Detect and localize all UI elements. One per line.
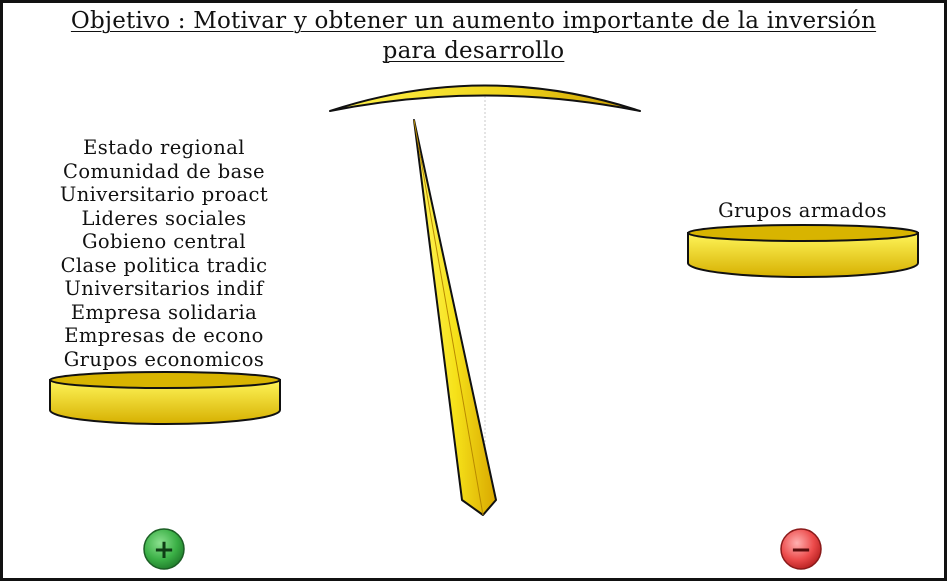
left-pan bbox=[49, 371, 281, 425]
scale-crossbar bbox=[329, 84, 641, 112]
left-pan-item: Gobieno central bbox=[81, 230, 247, 253]
left-pan-item: Clase politica tradic bbox=[60, 253, 268, 277]
left-pan-item: Empresa solidaria bbox=[70, 300, 258, 324]
left-pan-item: Universitarios indif bbox=[64, 277, 264, 300]
title-line-2: para desarrollo bbox=[382, 38, 565, 64]
left-pan-item: Grupos economicos bbox=[63, 347, 265, 371]
left-pan-item: Universitario proact bbox=[59, 183, 269, 206]
left-pan-item: Estado regional bbox=[83, 136, 245, 159]
left-pan-item: Lideres sociales bbox=[81, 206, 247, 230]
plus-button[interactable]: + bbox=[143, 528, 185, 570]
left-pan-item: Comunidad de base bbox=[63, 159, 265, 183]
left-pan-item: Empresas de econo bbox=[64, 324, 264, 347]
scale-needle bbox=[413, 119, 497, 516]
title-line-1: Objetivo : Motivar y obtener un aumento … bbox=[70, 8, 877, 34]
right-pan bbox=[687, 224, 919, 278]
left-pan-actor-list: Estado regional Comunidad de base Univer… bbox=[40, 136, 288, 371]
minus-icon: − bbox=[790, 535, 812, 565]
right-pan-item: Grupos armados bbox=[718, 199, 887, 222]
plus-icon: + bbox=[153, 535, 175, 565]
minus-button[interactable]: − bbox=[780, 528, 822, 570]
